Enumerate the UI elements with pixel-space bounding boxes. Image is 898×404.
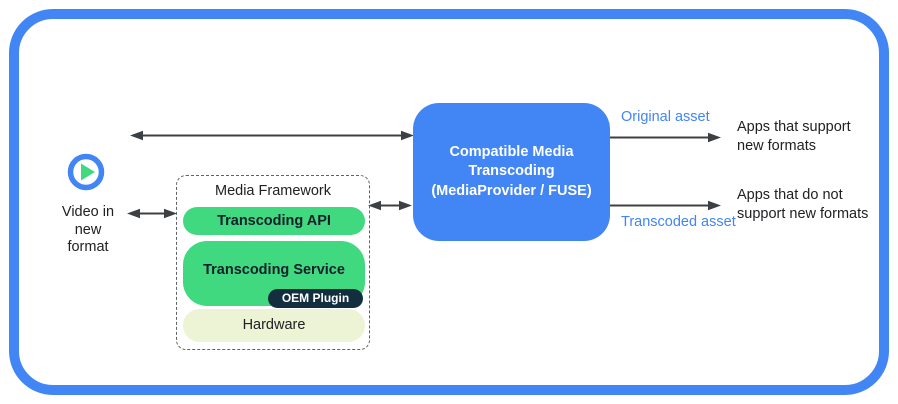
- arrow-framework-transcoder: [368, 200, 412, 211]
- oem-plugin-pill: OEM Plugin: [268, 289, 363, 308]
- apps-support-new-formats-label: Apps that support new formats: [737, 119, 851, 154]
- media-framework-box: Media Framework Transcoding API Transcod…: [176, 175, 370, 350]
- layer-hardware: Hardware: [183, 309, 365, 342]
- video-in-new-format-label: Video in new format: [61, 204, 115, 255]
- arrow-original-asset: [610, 132, 721, 143]
- diagram-frame-border: [9, 9, 889, 395]
- media-framework-title: Media Framework: [214, 183, 332, 199]
- original-asset-label: Original asset: [621, 109, 710, 125]
- transcoded-asset-label: Transcoded asset: [621, 214, 736, 230]
- play-icon: [67, 153, 105, 191]
- arrow-source-transcoder: [130, 130, 414, 141]
- compatible-media-transcoding-box: Compatible Media Transcoding (MediaProvi…: [413, 103, 610, 241]
- arrow-video-framework: [127, 208, 177, 219]
- arrow-transcoded-asset: [610, 200, 721, 211]
- apps-not-support-new-formats-label: Apps that do not support new formats: [737, 187, 869, 222]
- layer-transcoding-api: Transcoding API: [183, 207, 365, 235]
